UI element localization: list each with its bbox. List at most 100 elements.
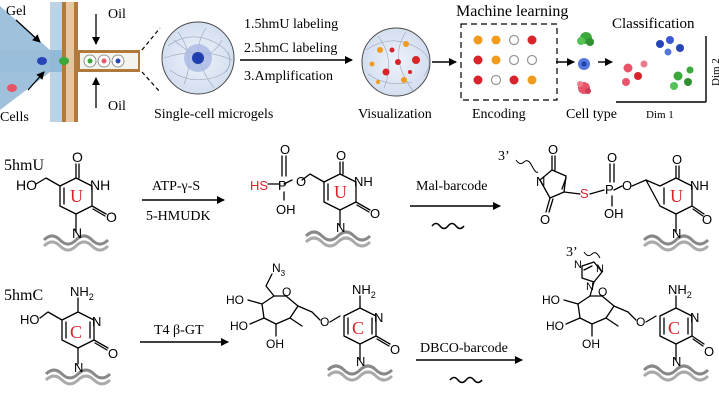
oil-top-label: Oil bbox=[108, 7, 126, 22]
oil-bottom-label: Oil bbox=[108, 99, 126, 114]
structure-5ghmc-azide: N3 HO HO OH O O NH2 N O N C bbox=[226, 261, 400, 382]
atom-nh2-g: NH2 bbox=[352, 282, 376, 300]
atom-n: N bbox=[72, 225, 82, 241]
pink-cell-icon bbox=[7, 84, 17, 92]
reagent-atp-gamma-s: ATP-γ-S bbox=[152, 179, 200, 194]
atom-ho-g1: HO bbox=[226, 293, 244, 307]
cell-type-icons bbox=[577, 32, 594, 94]
atom-bridge-o: O bbox=[296, 174, 306, 189]
atom-o-mal-top: O bbox=[548, 142, 558, 157]
zoom-line-bottom bbox=[141, 71, 161, 93]
encoding-label: Encoding bbox=[472, 107, 526, 122]
base-letter-c: C bbox=[70, 322, 82, 342]
atom-n-2: N bbox=[336, 220, 345, 235]
atom-o-c: O bbox=[108, 346, 118, 361]
barcode-icon bbox=[431, 222, 465, 230]
reagent-t4-beta-gt: T4 β-GT bbox=[154, 323, 204, 338]
microgels-label: Single-cell microgels bbox=[154, 107, 273, 122]
atom-bridge-o-3: O bbox=[622, 178, 632, 193]
atom-o: O bbox=[106, 209, 117, 225]
green-cell-icon bbox=[59, 57, 69, 65]
dim1-label: Dim 1 bbox=[646, 109, 674, 121]
atom-o-ring-t: O bbox=[598, 285, 607, 299]
atom-n-t-ring: N bbox=[690, 310, 699, 325]
step1-label: 1.5hmU labeling bbox=[244, 17, 338, 32]
base-letter-u-3: U bbox=[670, 186, 683, 206]
atom-n-c-ring: N bbox=[92, 314, 101, 329]
atom-o-link-t: O bbox=[636, 315, 645, 329]
microgel-illustration bbox=[161, 21, 235, 95]
atom-nh: NH bbox=[90, 177, 110, 193]
visualization-illustration bbox=[361, 27, 431, 97]
cells-label: Cells bbox=[0, 110, 29, 125]
step2-label: 2.5hmC labeling bbox=[244, 41, 337, 56]
atom-nh-3: NH bbox=[690, 178, 709, 193]
step3-label: 3.Amplification bbox=[244, 69, 333, 84]
atom-o-top-2: O bbox=[336, 148, 346, 163]
dim2-label: Dim 2 bbox=[710, 58, 719, 86]
atom-o-mal-bottom: O bbox=[540, 212, 550, 227]
barcode-icon-2 bbox=[449, 376, 483, 384]
three-prime-label-2: 3’ bbox=[566, 245, 578, 260]
atom-ho-t2: HO bbox=[546, 319, 564, 333]
microfluidic-device: Gel Cells Oil Oil bbox=[0, 2, 140, 125]
atom-n-c: N bbox=[74, 360, 83, 375]
structure-triazole-adduct: 3’ N N N HO HO OH O O NH2 N O N C bbox=[542, 245, 714, 382]
zoom-line-top bbox=[141, 27, 161, 51]
atom-n-triazole-2: N bbox=[586, 281, 594, 293]
machine-learning-label: Machine learning bbox=[456, 3, 568, 20]
atom-o-t: O bbox=[704, 344, 714, 359]
atom-o-link-g: O bbox=[320, 315, 329, 329]
atom-oh-3: OH bbox=[604, 206, 624, 221]
atom-p-o-3: O bbox=[607, 150, 617, 165]
atom-n-triazole-3: N bbox=[574, 259, 582, 271]
gel-label: Gel bbox=[6, 4, 26, 19]
atom-nh-2: NH bbox=[354, 174, 373, 189]
base-letter-c-2: C bbox=[352, 318, 364, 338]
atom-ho: HO bbox=[16, 177, 37, 193]
encoding-grid bbox=[473, 34, 538, 86]
atom-nh2: NH2 bbox=[70, 284, 94, 302]
atom-ho-g2: HO bbox=[230, 319, 248, 333]
atom-p-3: P bbox=[605, 182, 614, 197]
three-prime-label: 3’ bbox=[498, 149, 510, 164]
atom-p: P bbox=[278, 178, 287, 193]
base-letter-u-2: U bbox=[334, 182, 347, 202]
reagent-dbco-barcode: DBCO-barcode bbox=[420, 341, 508, 356]
visualization-label: Visualization bbox=[358, 107, 432, 122]
atom-oh-t3: OH bbox=[582, 337, 600, 351]
label-5hmu: 5hmU bbox=[4, 157, 44, 174]
structure-mal-barcode-adduct: 3’ N O O S P O O OH NH O O N U bbox=[498, 142, 712, 252]
atom-n-g-ring: N bbox=[374, 310, 383, 325]
atom-o-3: O bbox=[702, 212, 712, 227]
base-letter-c-3: C bbox=[668, 318, 680, 338]
atom-n-t: N bbox=[672, 354, 681, 369]
atom-hs: HS bbox=[250, 178, 268, 193]
atom-oh-g3: OH bbox=[266, 337, 284, 351]
label-5hmc: 5hmC bbox=[4, 287, 43, 304]
atom-n-mal: N bbox=[536, 174, 545, 189]
classification-clusters bbox=[622, 36, 694, 90]
cell-type-label: Cell type bbox=[566, 107, 617, 122]
atom-o-ring-g: O bbox=[282, 285, 291, 299]
atom-n3: N3 bbox=[272, 261, 286, 278]
structure-5hmc: NH2 HO N O N C bbox=[20, 284, 118, 386]
atom-o-top-3: O bbox=[672, 152, 682, 167]
atom-o-2: O bbox=[370, 206, 380, 221]
atom-n-triazole-1: N bbox=[596, 263, 604, 275]
blue-cell-icon bbox=[37, 57, 47, 65]
atom-p-o: O bbox=[280, 142, 290, 157]
atom-oh: OH bbox=[276, 202, 296, 217]
atom-s: S bbox=[580, 186, 589, 201]
base-letter-u: U bbox=[70, 186, 83, 206]
atom-n-g: N bbox=[356, 354, 365, 369]
atom-o-g: O bbox=[390, 342, 400, 357]
reagent-5-hmudk: 5-HMUDK bbox=[146, 209, 211, 224]
atom-n-3: N bbox=[672, 226, 681, 241]
classification-label: Classification bbox=[612, 16, 695, 32]
reagent-mal-barcode: Mal-barcode bbox=[416, 179, 488, 194]
structure-5hmu: HO NH O O N U bbox=[16, 149, 117, 252]
atom-nh2-t: NH2 bbox=[668, 282, 692, 300]
atom-o-top: O bbox=[72, 149, 83, 165]
